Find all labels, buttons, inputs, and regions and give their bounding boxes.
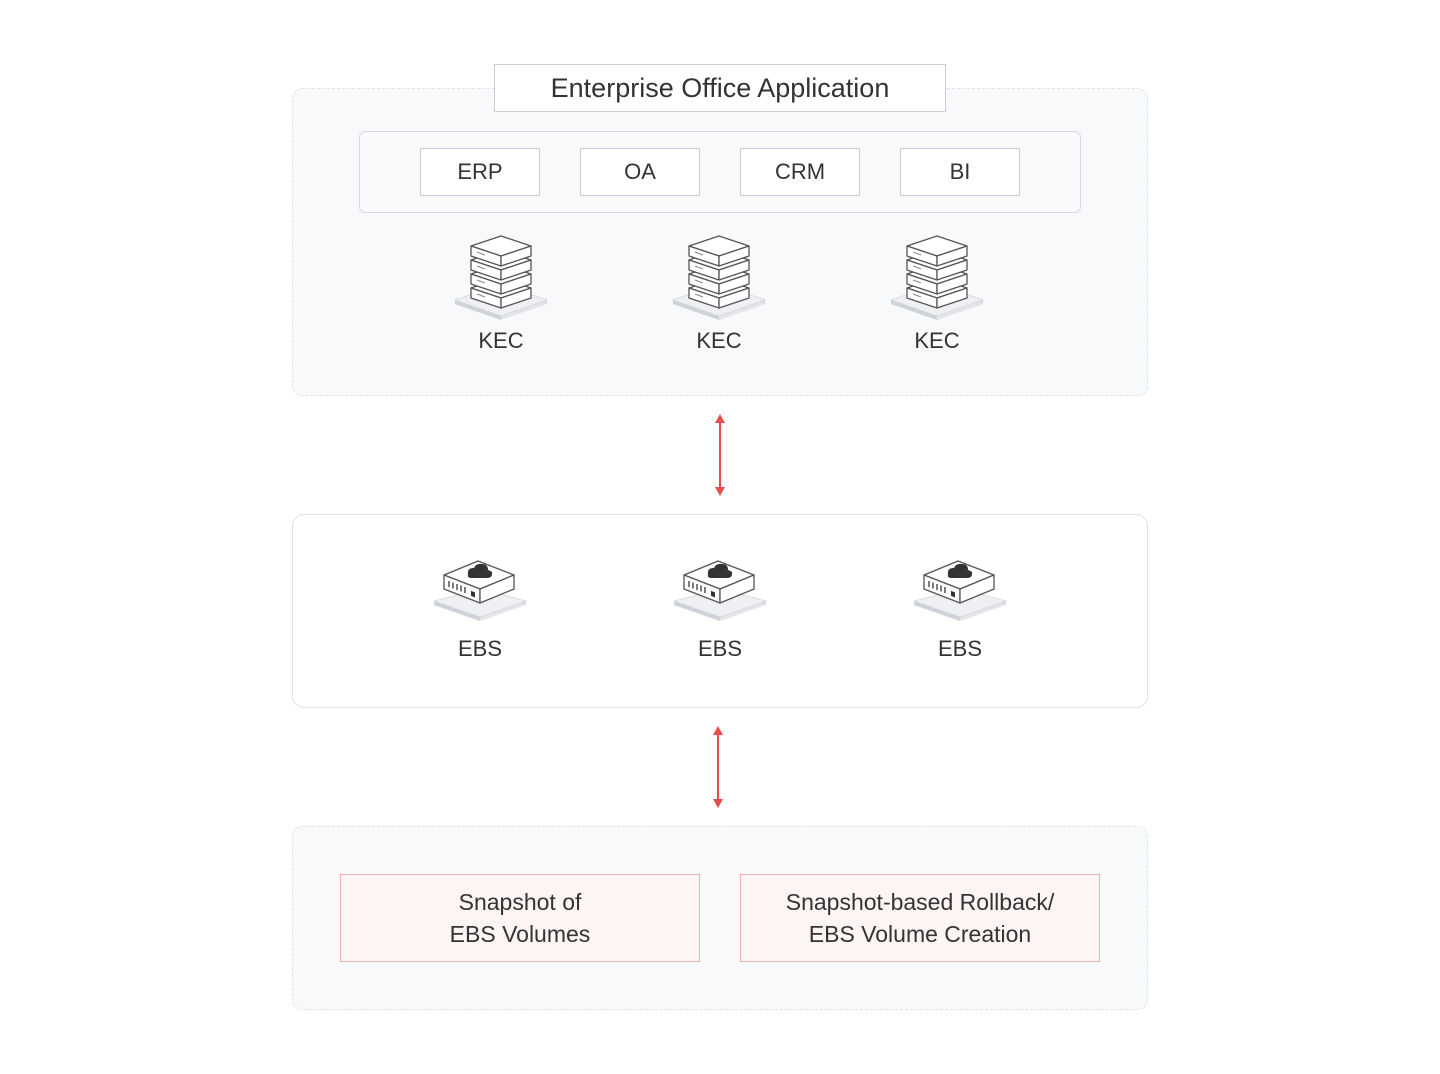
module-bi: BI bbox=[900, 148, 1020, 196]
kec-label: KEC bbox=[914, 328, 960, 353]
ebs-label: EBS bbox=[457, 636, 503, 661]
rollback-box-line2: EBS Volume Creation bbox=[808, 921, 1032, 947]
cloud-storage-icon bbox=[670, 553, 770, 623]
bidirectional-arrow-icon bbox=[713, 726, 723, 808]
bidirectional-arrow-icon bbox=[715, 414, 725, 496]
rollback-box-line1: Snapshot-based Rollback/ bbox=[785, 889, 1055, 915]
snapshot-box-line2: EBS Volumes bbox=[449, 921, 591, 947]
snapshot-box-line1: Snapshot of bbox=[458, 889, 582, 915]
module-oa: OA bbox=[580, 148, 700, 196]
server-stack-icon bbox=[887, 230, 987, 320]
kec-label: KEC bbox=[696, 328, 742, 353]
ebs-label: EBS bbox=[697, 636, 743, 661]
rollback-box: Snapshot-based Rollback/ EBS Volume Crea… bbox=[740, 874, 1100, 962]
app-region-title: Enterprise Office Application bbox=[494, 64, 946, 112]
ebs-label: EBS bbox=[937, 636, 983, 661]
cloud-storage-icon bbox=[910, 553, 1010, 623]
module-crm: CRM bbox=[740, 148, 860, 196]
cloud-storage-icon bbox=[430, 553, 530, 623]
kec-label: KEC bbox=[478, 328, 524, 353]
server-stack-icon bbox=[451, 230, 551, 320]
server-stack-icon bbox=[669, 230, 769, 320]
snapshot-box: Snapshot of EBS Volumes bbox=[340, 874, 700, 962]
module-erp: ERP bbox=[420, 148, 540, 196]
